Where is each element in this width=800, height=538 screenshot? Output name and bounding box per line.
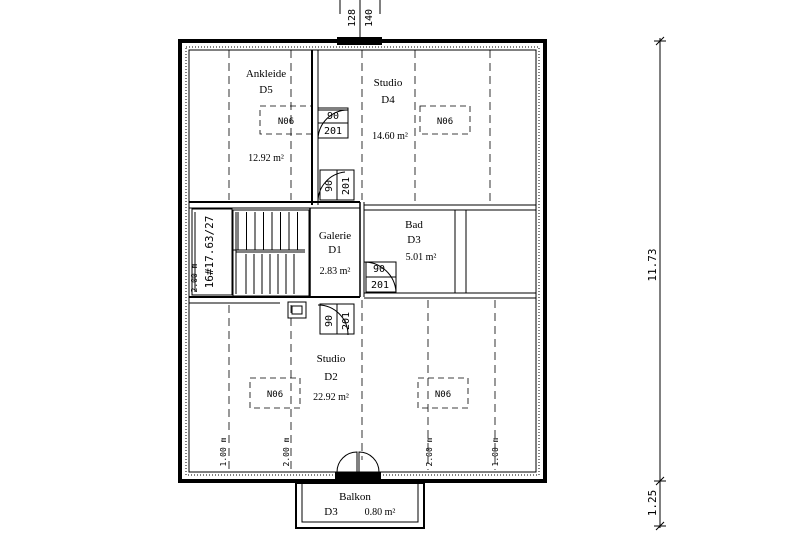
door-bad-height: 201 (371, 280, 389, 291)
room-area: 14.60 m² (372, 131, 408, 142)
balcony (295, 482, 425, 529)
room-bad: Bad D3 5.01 m² (405, 219, 436, 263)
room-code: D5 (259, 84, 273, 96)
door-studio-top-width: 90 (324, 180, 335, 192)
skylights: N06 N06 N06 N06 (249, 105, 471, 409)
room-balkon: Balkon D3 0.80 m² (324, 491, 395, 518)
room-code: D4 (381, 94, 395, 106)
dim-overall-depth: 11.73 (646, 248, 659, 281)
room-area: 5.01 m² (406, 252, 437, 263)
height-label-200-left: 2.00 m (282, 437, 291, 466)
room-code: D1 (328, 244, 341, 256)
stair (232, 209, 310, 297)
height-label-stair: 2.00 m (190, 263, 199, 292)
skylight-tag: N06 (278, 117, 294, 127)
door-ankleide-width: 90 (327, 111, 339, 122)
height-label-100-right: 1.00 m (491, 437, 500, 466)
door-studio-main-height: 201 (341, 312, 352, 330)
room-name: Studio (374, 77, 403, 89)
skylight-tag: N06 (437, 117, 453, 127)
balcony-door (335, 451, 381, 480)
door-ankleide-height: 201 (324, 126, 342, 137)
skylight-tag: N06 (435, 390, 451, 400)
doors (287, 107, 397, 336)
room-name: Studio (317, 353, 346, 365)
dimension-top: 128 140 (347, 9, 375, 27)
room-code: D3 (324, 506, 338, 518)
dim-balcony-depth: 1.25 (646, 490, 659, 517)
room-area: 12.92 m² (248, 153, 284, 164)
room-code: D2 (324, 371, 337, 383)
interior-walls (189, 50, 536, 304)
room-name: Ankleide (246, 68, 286, 80)
skylight-tag: N06 (267, 390, 283, 400)
reference-lines (228, 50, 496, 470)
dim-top-left: 128 (347, 9, 358, 27)
door-studio-main-width: 90 (324, 315, 335, 327)
door-studio-top-height: 201 (341, 177, 352, 195)
top-window (337, 0, 382, 45)
room-name: Balkon (339, 491, 371, 503)
height-label-100-left: 1.00 m (219, 437, 228, 466)
dim-top-right: 140 (364, 9, 375, 27)
height-label-200-right: 2.00 m (425, 437, 434, 466)
room-area: 22.92 m² (313, 392, 349, 403)
room-area: 2.83 m² (320, 266, 351, 277)
room-name: Galerie (319, 230, 351, 242)
room-ankleide: Ankleide D5 12.92 m² (246, 68, 286, 164)
stair-label: 16#17.63/27 (203, 216, 216, 289)
room-area: 0.80 m² (365, 507, 396, 518)
room-studio-d2: Studio D2 22.92 m² (313, 353, 349, 403)
room-name: Bad (405, 219, 423, 231)
room-galerie: Galerie D1 2.83 m² (319, 230, 351, 277)
room-studio-d4: Studio D4 14.60 m² (372, 77, 408, 142)
dimension-right: 11.73 1.25 (646, 36, 666, 531)
room-code: D3 (407, 234, 421, 246)
door-bad-width: 90 (373, 264, 385, 275)
